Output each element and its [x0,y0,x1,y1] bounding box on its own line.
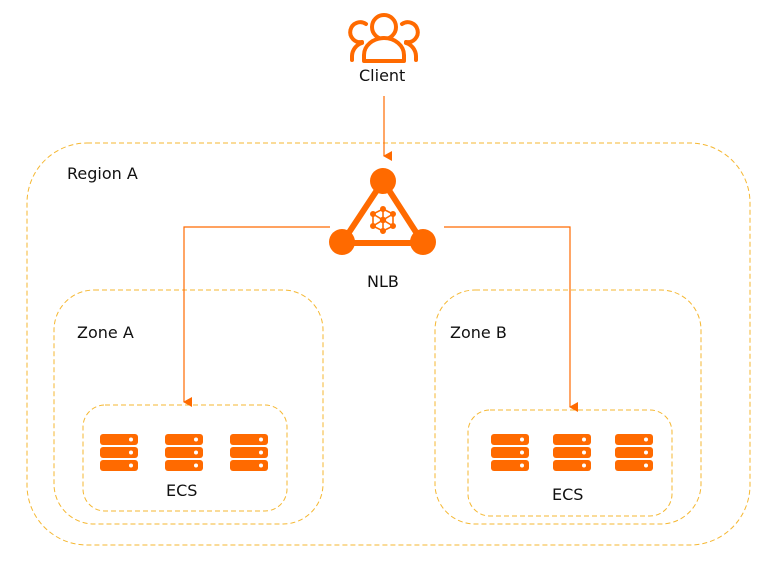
zone-a-label: Zone A [77,323,134,342]
users-icon [348,13,420,63]
zone-b-box [434,289,702,525]
nlb-to-zone-a-arrow [183,226,330,407]
ecs-b-label: ECS [552,485,584,504]
server-icon [230,434,268,471]
client-label: Client [359,66,406,85]
ecs-a-label: ECS [166,481,198,500]
server-icon [615,434,653,471]
server-icon [553,434,591,471]
zone-a-box [53,289,324,525]
server-icon [491,434,529,471]
nlb-to-zone-b-arrow [444,226,578,412]
region-label: Region A [67,164,138,183]
server-icon [165,434,203,471]
region-box [26,142,751,546]
load-balancer-icon [329,168,436,255]
zone-b-label: Zone B [450,323,507,342]
server-icon [100,434,138,471]
nlb-label: NLB [367,272,399,291]
